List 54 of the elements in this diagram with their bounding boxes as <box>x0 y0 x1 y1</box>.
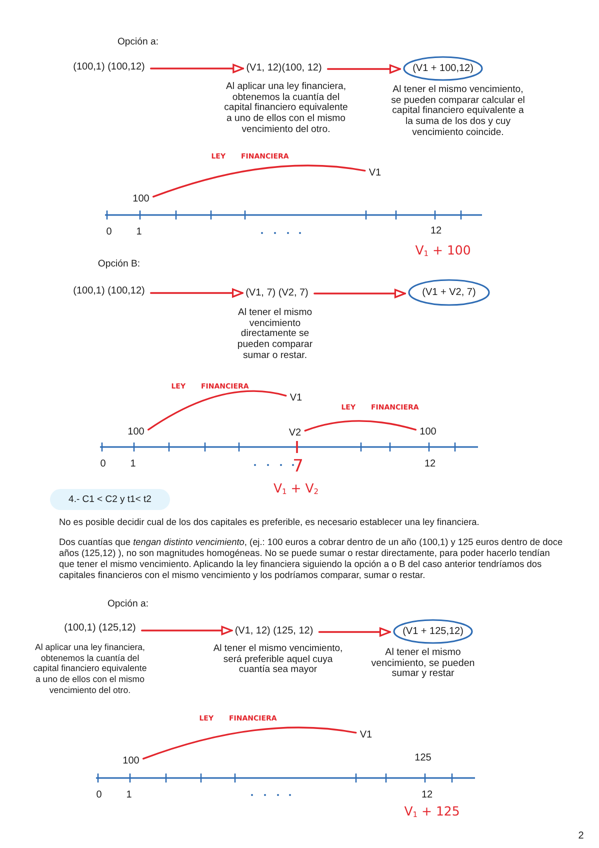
curved-line <box>152 164 366 198</box>
value-label: V1 <box>368 167 382 179</box>
capital-pair: (100,1) (100,12) <box>73 61 145 73</box>
value-label: V1 <box>360 729 372 741</box>
page-number: 2 <box>578 830 584 842</box>
option-heading: Opción a: <box>107 598 149 610</box>
arrow <box>150 64 244 74</box>
amount-label: 100 <box>128 426 144 438</box>
handwritten-sum: V$_{1}$ + V$_{2}$ <box>273 482 319 496</box>
capital-pair: (V1, 7) (V2, 7) <box>246 287 308 299</box>
curved-line <box>142 726 357 760</box>
tick-label: 12 <box>430 225 442 237</box>
tick-label: 12 <box>421 789 433 801</box>
body-paragraph: Dos cuantías que tengan distinto vencimiento, (ej.: 100 euros a cobrar dentro de un año (100,1) y 125 euros dentro de doce años (125,12) ), no son magnitudes homogéneas. No se puede sumar o restar directamente, para poder hacerlo tendían que tener el mismo vencimiento. Aplicando la ley financiera siguiendo la opción a o B del caso anterior tendríamos dos capitales financieros con el mismo vencimiento y los podríamos comparar, sumar o restar. <box>59 537 564 581</box>
tick-label: 0 <box>100 458 106 470</box>
tick-label: 0 <box>106 226 112 238</box>
amount-label: 100 <box>132 193 150 205</box>
arrow <box>314 288 406 298</box>
tick-label: 1 <box>130 458 136 470</box>
amount-label: 100 <box>122 755 140 767</box>
section-heading: 4.- C1 < C2 y t1< t2 <box>50 488 170 510</box>
curved-line <box>304 420 416 432</box>
body-paragraph: No es posible decidir cual de los dos capitales es preferible, es necesario establecer una ley financiera. <box>59 517 480 528</box>
value-label: V2 <box>288 427 302 439</box>
arrow <box>326 64 401 74</box>
amount-label: 125 <box>414 752 432 764</box>
option-heading: Opción B: <box>98 258 140 270</box>
circled-result: (V1 + V2, 7) <box>408 278 490 306</box>
arrow <box>150 288 244 298</box>
explanation-text: Al aplicar una ley financiera, obtenemos la cuantía del capital financiero equivalente a uno de ellos con el mismo vencimiento del otro. <box>223 82 349 136</box>
curved-line <box>148 390 287 431</box>
value-label: V1 <box>290 392 302 404</box>
arrow <box>318 627 391 637</box>
explanation-text: Al tener el mismo vencimiento directamente se pueden comparar sumar o restar. <box>236 308 314 362</box>
handwritten-sum: V$_{1}$ + 100 <box>415 244 471 258</box>
tick-label: 12 <box>424 458 436 470</box>
option-heading: Opción a: <box>117 36 159 48</box>
capital-pair: (V1, 12) (125, 12) <box>234 625 314 637</box>
circled-result: (V1 + 125,12) <box>393 618 473 644</box>
explanation-text: Al tener el mismo vencimiento, se pueden sumar y restar <box>370 648 476 680</box>
arrow <box>141 626 233 636</box>
capital-pair: (V1, 12)(100, 12) <box>246 62 322 74</box>
tick-label: 1 <box>126 789 132 801</box>
explanation-text: Al aplicar una ley financiera, obtenemos la cuantía del capital financiero equivalente a uno de ellos con el mismo vencimiento del otro. <box>32 642 148 696</box>
tick-label: 1 <box>136 226 142 238</box>
circled-result: (V1 + 100,12) <box>403 56 483 80</box>
capital-pair: (100,1) (100,12) <box>73 285 145 297</box>
capital-pair: (100,1) (125,12) <box>64 622 136 634</box>
explanation-text: Al tener el mismo vencimiento, será preferible aquel cuya cuantía sea mayor <box>212 644 344 676</box>
tick-label: 0 <box>96 789 102 801</box>
handwritten-tick-label: 7 <box>292 458 304 476</box>
handwritten-sum: V$_{1}$ + 125 <box>404 806 460 818</box>
explanation-text: Al tener el mismo vencimiento, se pueden comparar calcular el capital financiero equivalente a la suma de los dos y cuy vencimiento coincide. <box>390 85 526 139</box>
amount-label: 100 <box>420 426 436 438</box>
